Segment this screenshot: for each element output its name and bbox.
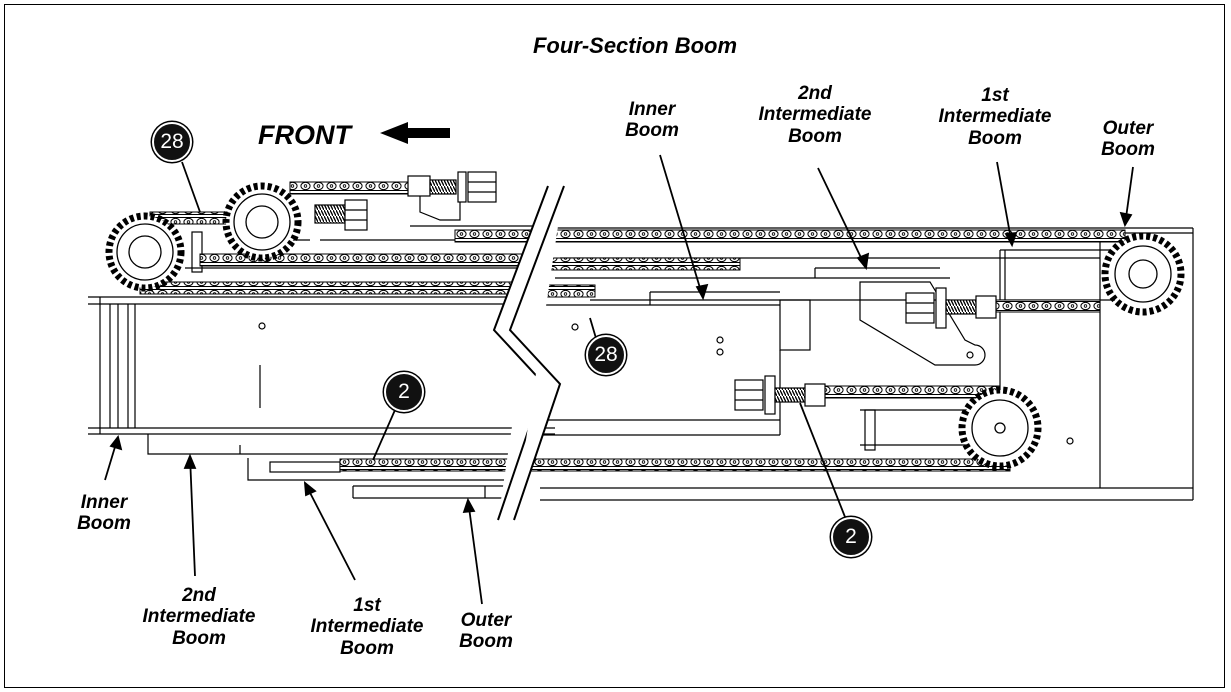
leader-lines xyxy=(104,154,1134,605)
label-line: Inner xyxy=(628,99,676,120)
sprocket-right xyxy=(1101,232,1185,316)
sprocket-left-front xyxy=(105,212,185,292)
label-line: Boom xyxy=(340,637,394,659)
label-line: 2nd xyxy=(182,585,216,606)
chain-left-middle xyxy=(199,253,531,267)
chain-right-return xyxy=(979,299,1101,313)
chain-upper-long xyxy=(454,229,1126,243)
adjuster-top-middle xyxy=(407,171,497,203)
front-direction-label: FRONT xyxy=(258,120,351,150)
label-line: 1st xyxy=(353,595,381,616)
label-line: Inner xyxy=(80,492,128,513)
label-top-1st-intermediate-boom: 1st Intermediate Boom xyxy=(939,85,1052,149)
section-break-lines xyxy=(492,185,565,521)
label-line: Boom xyxy=(172,627,226,649)
label-top-inner-boom: Inner Boom xyxy=(625,99,679,142)
label-line: Intermediate xyxy=(758,104,872,126)
label-line: Boom xyxy=(77,513,131,535)
callout-28-inner: 28 xyxy=(586,335,626,375)
callout-28-top-left: 28 xyxy=(152,122,192,162)
label-top-outer-boom: Outer Boom xyxy=(1101,118,1155,161)
label-line: Boom xyxy=(625,120,679,142)
chain-left-top2 xyxy=(289,181,421,195)
bracket-plate xyxy=(859,281,986,366)
chain-lower-right xyxy=(819,385,1001,399)
front-arrow-icon xyxy=(380,122,450,144)
label-line: 2nd xyxy=(798,83,832,104)
diagram-frame xyxy=(4,4,1225,688)
break-line-right xyxy=(508,185,565,521)
label-line: Boom xyxy=(1101,139,1155,161)
label-line: Outer xyxy=(1102,118,1154,139)
label-bottom-outer-boom: Outer Boom xyxy=(459,610,513,653)
label-line: Outer xyxy=(460,610,512,631)
break-band xyxy=(494,186,564,520)
label-bottom-inner-boom: Inner Boom xyxy=(77,492,131,535)
sprocket-left-rear xyxy=(222,182,302,262)
label-bottom-2nd-intermediate-boom: 2nd Intermediate Boom xyxy=(143,585,256,649)
1st-intermediate-plate xyxy=(247,458,520,481)
adjuster-top-left xyxy=(314,199,368,231)
sprockets xyxy=(105,182,1185,470)
label-line: Boom xyxy=(968,127,1022,149)
chain-lower-long xyxy=(339,458,1011,472)
chain-inner-28 xyxy=(544,284,596,298)
2nd-intermediate-plate xyxy=(147,434,520,455)
adjuster-right xyxy=(905,287,997,329)
label-line: Boom xyxy=(788,125,842,147)
label-line: Boom xyxy=(459,631,513,653)
chain-left-bottom xyxy=(139,281,531,295)
label-bottom-1st-intermediate-boom: 1st Intermediate Boom xyxy=(311,595,424,659)
sprocket-lower-right xyxy=(958,386,1042,470)
chain-adjusters xyxy=(314,171,997,415)
boom-structure xyxy=(88,196,1194,501)
label-line: Intermediate xyxy=(142,606,256,628)
callout-2-lower-left: 2 xyxy=(384,372,424,412)
adjuster-lower xyxy=(734,375,826,415)
diagram-title: Four-Section Boom xyxy=(532,33,738,58)
label-top-2nd-intermediate-boom: 2nd Intermediate Boom xyxy=(759,83,872,147)
chain-upper-second xyxy=(529,257,741,271)
label-line: Intermediate xyxy=(310,616,424,638)
label-line: 1st xyxy=(981,85,1009,106)
callout-2-lower-right: 2 xyxy=(831,517,871,557)
label-line: Intermediate xyxy=(938,106,1052,128)
